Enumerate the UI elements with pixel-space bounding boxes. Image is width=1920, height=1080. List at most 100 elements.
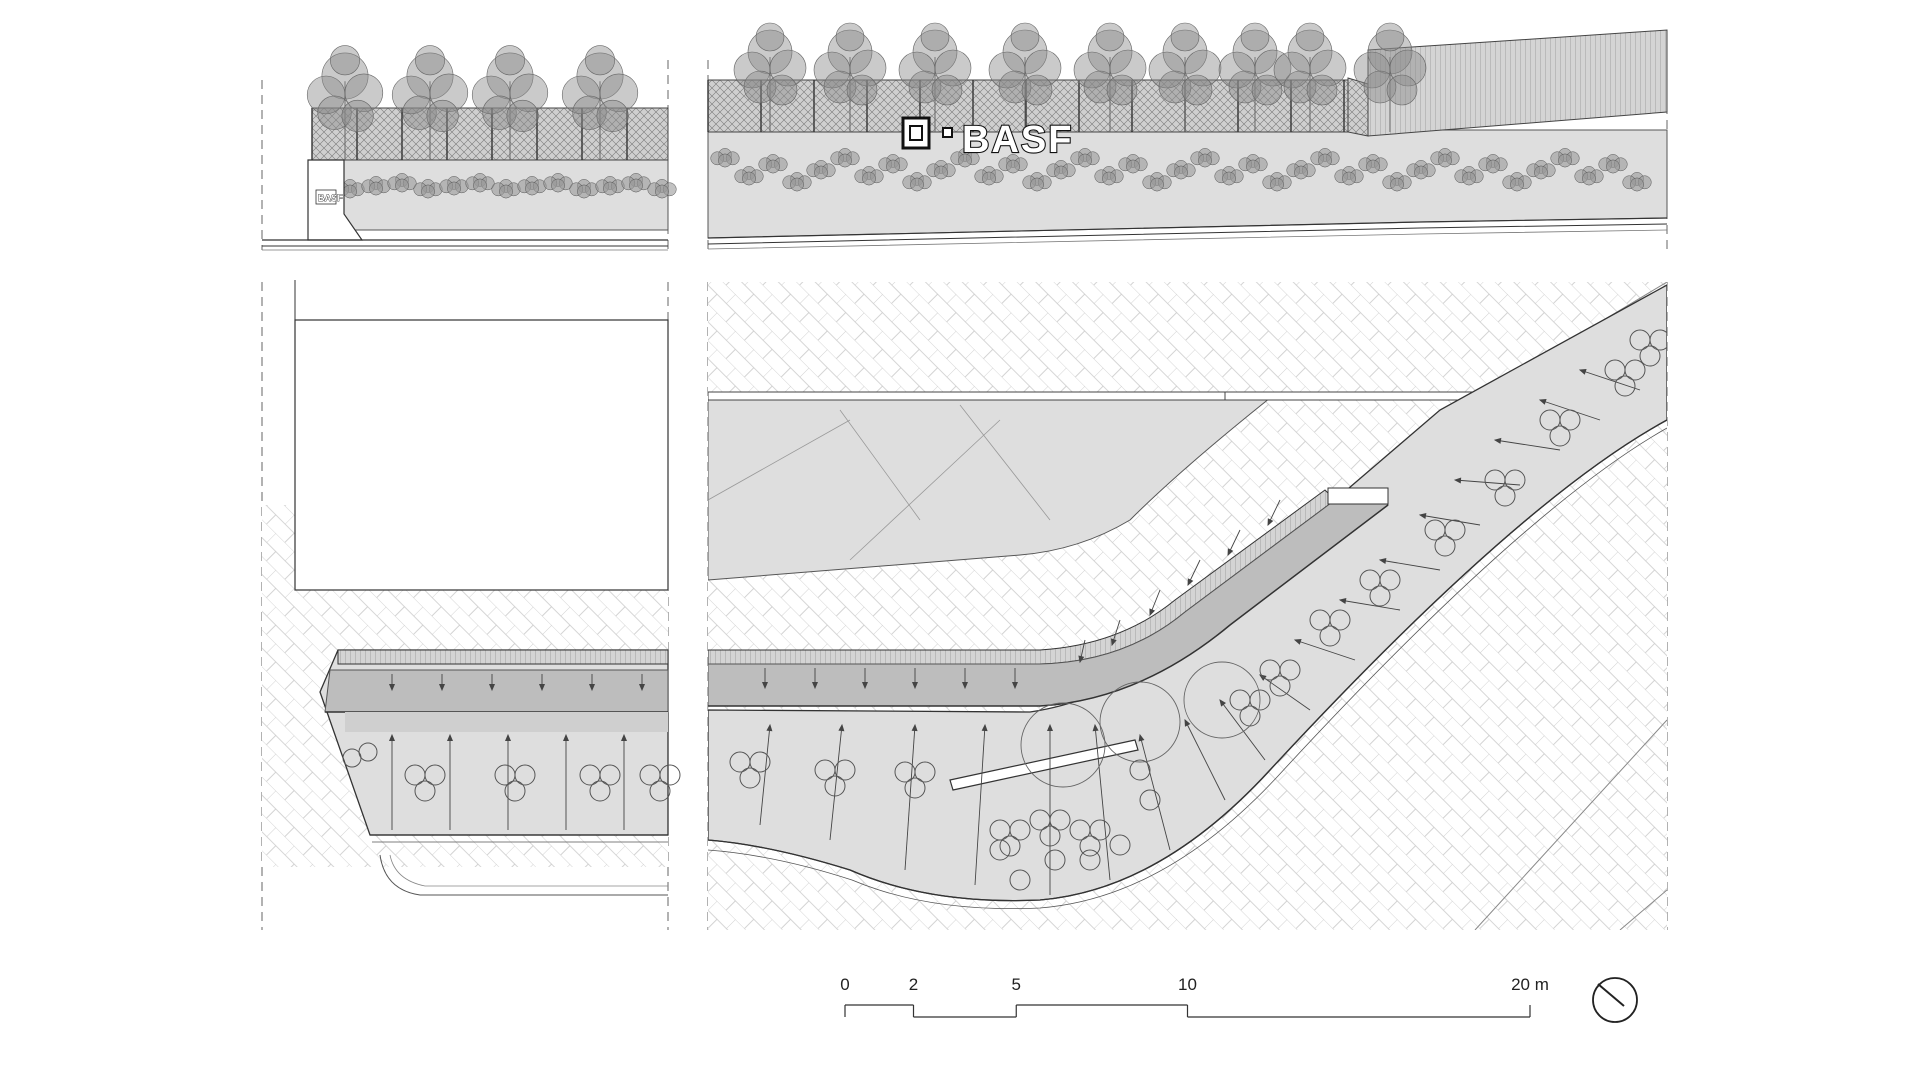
plant-circle: [1109, 834, 1131, 856]
shrub-icon: [491, 179, 521, 199]
shrub-icon: [1622, 172, 1652, 192]
plant-circle: [989, 839, 1011, 861]
tree-canopy: [1183, 661, 1261, 739]
drainage-arrow: [388, 733, 396, 830]
drainage-arrow: [1078, 639, 1086, 664]
drainage-arrow: [488, 674, 496, 692]
plant-cluster: [1629, 329, 1667, 367]
shrub-icon: [543, 173, 573, 193]
elevation-right: BASF: [707, 22, 1668, 250]
drainage-arrow: [911, 668, 919, 690]
plant-cluster: [1069, 819, 1111, 857]
shrub-icon: [854, 166, 884, 186]
shrub-icon: [1142, 172, 1172, 192]
tree-icon: [1073, 22, 1147, 132]
plant-cluster: [729, 751, 771, 789]
drainage-arrow: [620, 733, 628, 830]
shrub-icon: [1334, 166, 1364, 186]
drainage-arrow: [438, 674, 446, 692]
plant-cluster: [814, 759, 856, 797]
drainage-arrow: [1453, 477, 1521, 486]
drainage-arrow: [1011, 668, 1019, 690]
elevation-left: BASF: [262, 45, 677, 251]
shrub-icon: [878, 154, 908, 174]
tree-icon: [733, 22, 807, 132]
basf-logo-text: BASF: [962, 119, 1073, 161]
drainage-arrow: [904, 723, 918, 871]
plant-circle: [1139, 789, 1161, 811]
shrub-icon: [1598, 154, 1628, 174]
shrub-icon: [1214, 166, 1244, 186]
tree-icon: [1218, 22, 1292, 132]
scale-tick-label: 0: [840, 975, 849, 994]
shrub-icon: [387, 173, 417, 193]
drainage-arrow: [588, 674, 596, 692]
drainage-arrow: [1267, 499, 1281, 527]
shrub-icon: [1166, 160, 1196, 180]
plant-circle: [1079, 849, 1101, 871]
planting-bed-left: [309, 159, 669, 231]
drainage-arrow: [446, 733, 454, 830]
plant-cluster: [1539, 409, 1581, 447]
drainage-arrow: [974, 723, 988, 886]
plant-circle: [1009, 869, 1031, 891]
plant-cluster: [1029, 809, 1071, 847]
plant-cluster: [639, 764, 681, 802]
drainage-arrow: [1493, 437, 1561, 451]
shrub-icon: [1382, 172, 1412, 192]
plant-cluster: [494, 764, 536, 802]
tree-icon: [391, 45, 469, 160]
drainage-arrow: [829, 723, 845, 841]
shrub-row-right: [710, 148, 1652, 192]
tree-icon: [988, 22, 1062, 132]
shrub-icon: [926, 160, 956, 180]
drainage-arrow: [1293, 639, 1356, 661]
plant-circle: [1129, 759, 1151, 781]
plant-cluster: [1604, 359, 1646, 397]
shrub-icon: [1238, 154, 1268, 174]
shrub-icon: [595, 176, 625, 196]
drainage-arrow: [1227, 529, 1241, 557]
shrub-icon: [1286, 160, 1316, 180]
plank-bridge: [949, 739, 1139, 791]
drainage-arrow: [1138, 733, 1171, 851]
shrub-icon: [413, 179, 443, 199]
plan-left: [262, 280, 681, 896]
plant-circle: [1044, 849, 1066, 871]
shrub-icon: [465, 173, 495, 193]
shrub-icon: [1022, 172, 1052, 192]
basf-logo-sign: BASF: [901, 116, 1073, 162]
tree-canopy: [1020, 702, 1106, 788]
shrub-icon: [1190, 148, 1220, 168]
drainage-arrow: [1418, 513, 1481, 526]
shrub-icon: [734, 166, 764, 186]
drainage-arrow: [1378, 558, 1441, 571]
shrub-icon: [974, 166, 1004, 186]
parking-area: [708, 397, 1272, 581]
north-arrow: [1592, 977, 1638, 1023]
scale-tick-label: 5: [1012, 975, 1021, 994]
shrub-icon: [1310, 148, 1340, 168]
tree-row-right: [733, 22, 1427, 132]
shrub-icon: [1094, 166, 1124, 186]
drainage-arrow: [1149, 589, 1161, 617]
plant-cluster: [1484, 469, 1526, 507]
shrub-icon: [998, 154, 1028, 174]
shrub-icon: [710, 148, 740, 168]
drainage-arrow: [388, 674, 396, 692]
shrub-icon: [1454, 166, 1484, 186]
wall-logo-small: BASF: [318, 193, 343, 203]
plan-right: [708, 282, 1667, 930]
plant-cluster: [1229, 689, 1271, 727]
tree-icon: [306, 45, 384, 160]
tree-icon: [1148, 22, 1222, 132]
building-footprint: [294, 319, 669, 591]
drainage-arrow: [811, 668, 819, 690]
noise-barrier: [1367, 29, 1668, 137]
bench-left: [337, 649, 669, 665]
shrub-icon: [1502, 172, 1532, 192]
shrub-row-left: [335, 173, 677, 199]
shrub-icon: [1046, 160, 1076, 180]
drainage-arrow: [504, 733, 512, 830]
